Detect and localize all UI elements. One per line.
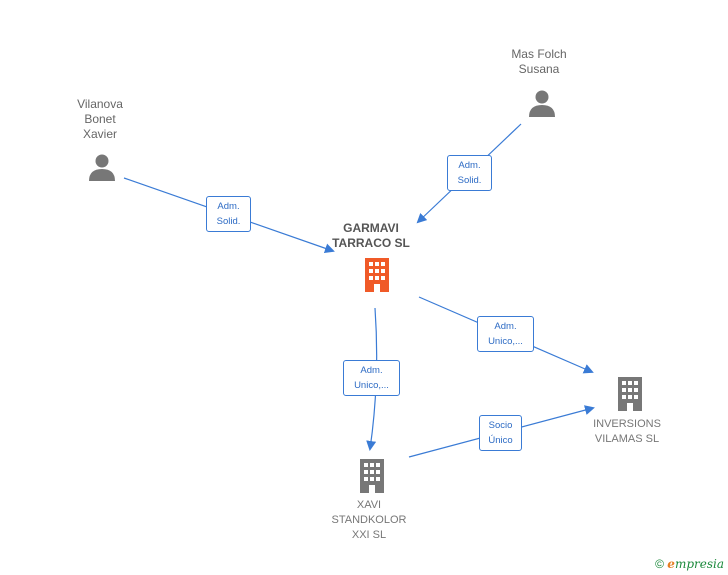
edge-label-line: Solid. xyxy=(457,175,482,186)
node-label-xavi: XAVI STANDKOLOR XXI SL xyxy=(319,498,419,543)
edge-label-line: Unico,... xyxy=(488,336,523,347)
edge-label-line: Adm. xyxy=(217,201,240,212)
label-line: TARRACO SL xyxy=(332,236,410,250)
edge-label-line: Adm. xyxy=(360,365,383,376)
label-line: Susana xyxy=(518,62,560,76)
label-line: Bonet xyxy=(84,112,116,126)
label-line: XXI SL xyxy=(351,529,387,541)
edge-label-line: Único xyxy=(488,435,513,446)
label-line: VILAMAS SL xyxy=(594,433,660,445)
copyright-symbol: © xyxy=(655,557,664,571)
edge-label-xavi-inversions[interactable]: Socio Único xyxy=(479,415,522,451)
node-label-garmavi: GARMAVI TARRACO SL xyxy=(316,221,426,251)
person-icon[interactable] xyxy=(527,88,557,118)
edge-label-line: Socio xyxy=(488,420,513,431)
edge-label-vilanova-garmavi[interactable]: Adm. Solid. xyxy=(206,196,251,232)
label-line: XAVI xyxy=(356,499,382,511)
edge-label-masfolch-garmavi[interactable]: Adm. Solid. xyxy=(447,155,492,191)
edge-label-line: Adm. xyxy=(494,321,517,332)
edge-label-garmavi-xavi[interactable]: Adm. Unico,... xyxy=(343,360,400,396)
edge-label-line: Unico,... xyxy=(354,380,389,391)
label-line: GARMAVI xyxy=(343,221,399,235)
label-line: Mas Folch xyxy=(511,47,567,61)
node-label-masfolch: Mas Folch Susana xyxy=(499,47,579,77)
node-label-vilanova: Vilanova Bonet Xavier xyxy=(60,97,140,142)
brand-e: e xyxy=(667,557,675,571)
person-icon[interactable] xyxy=(87,152,117,182)
edge-label-line: Solid. xyxy=(216,216,241,227)
brand-logo: © empresia xyxy=(655,557,724,571)
building-icon[interactable] xyxy=(614,377,646,411)
building-icon[interactable] xyxy=(356,459,388,493)
label-line: INVERSIONS xyxy=(593,418,661,430)
node-label-inversions: INVERSIONS VILAMAS SL xyxy=(577,417,677,447)
label-line: Vilanova xyxy=(77,97,123,111)
label-line: Xavier xyxy=(82,127,117,141)
brand-text: mpresia xyxy=(674,557,724,571)
edge-label-line: Adm. xyxy=(458,160,481,171)
label-line: STANDKOLOR xyxy=(331,514,407,526)
edge-label-garmavi-inversions[interactable]: Adm. Unico,... xyxy=(477,316,534,352)
building-icon-main[interactable] xyxy=(361,258,393,292)
